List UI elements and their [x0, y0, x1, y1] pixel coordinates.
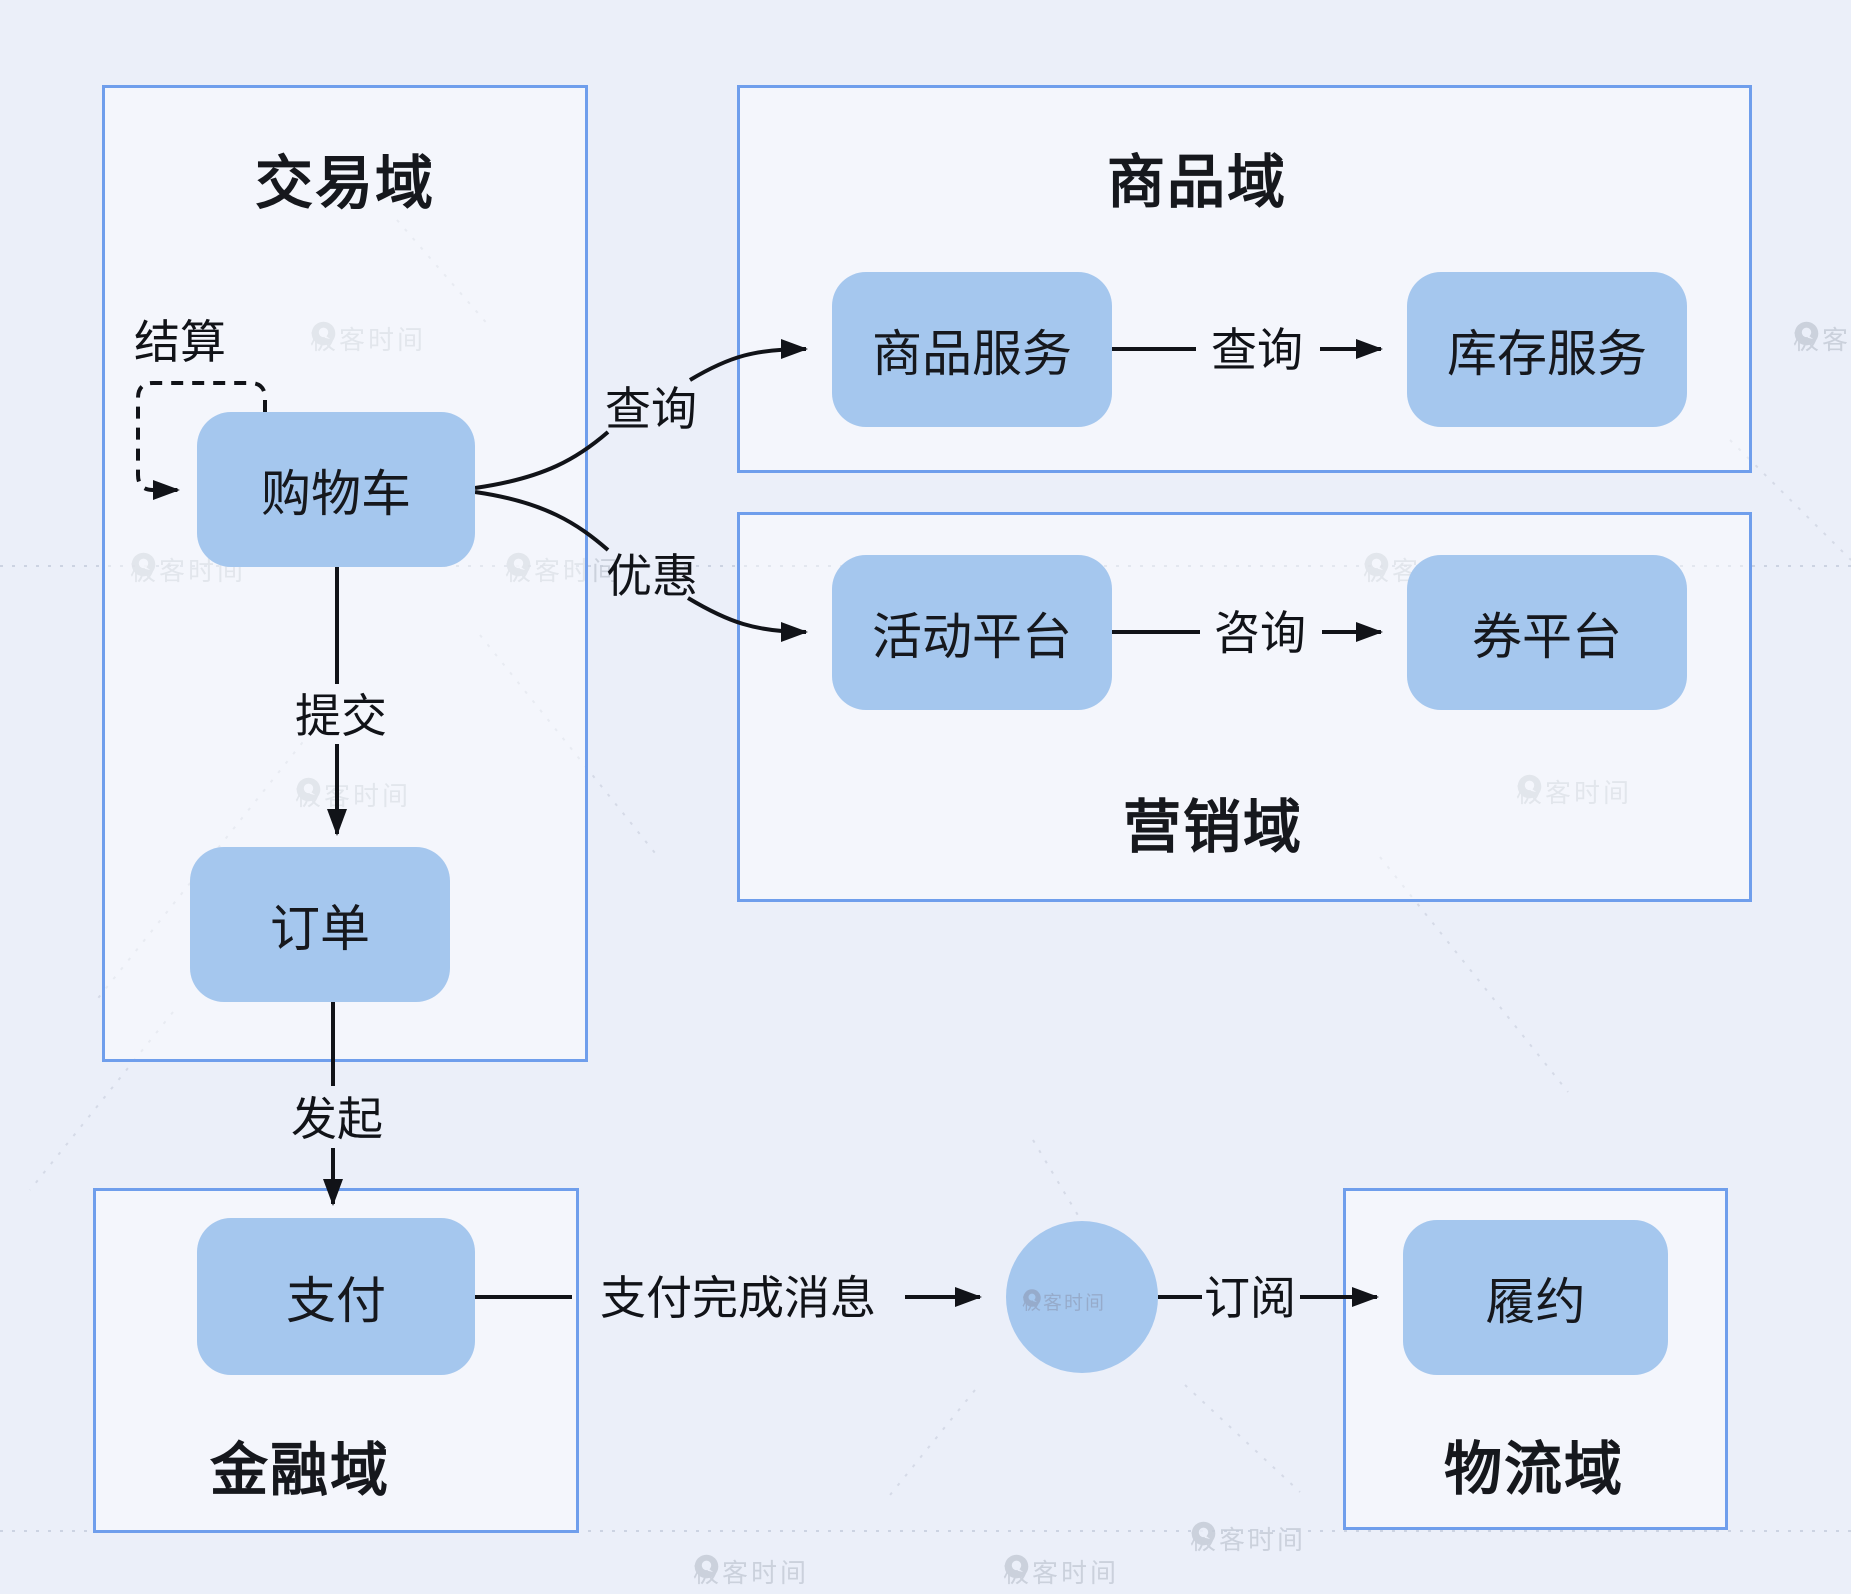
- node-product-service: 商品服务: [832, 272, 1112, 427]
- geektime-logo-icon: [694, 1554, 719, 1579]
- geektime-logo-icon: [311, 321, 336, 346]
- geektime-logo-icon: [1517, 774, 1542, 799]
- node-label: 履约: [1485, 1273, 1586, 1330]
- watermark-stamp: 极客时间: [1516, 773, 1632, 810]
- watermark-stamp: 极客时间: [295, 776, 411, 813]
- node-label: 库存服务: [1447, 325, 1647, 382]
- watermark-stamp: 极客时间: [1190, 1520, 1306, 1557]
- edge-label-subscribe: 订阅: [1204, 1272, 1296, 1324]
- node-label: 订单: [270, 900, 370, 957]
- geektime-logo-icon: [296, 777, 321, 802]
- watermark-stamp: 极客时间: [1022, 1288, 1106, 1315]
- geektime-logo-icon: [1364, 552, 1389, 577]
- geektime-logo-icon: [1191, 1521, 1216, 1546]
- node-activity-platform: 活动平台: [832, 555, 1112, 710]
- node-payment: 支付: [197, 1218, 475, 1375]
- domain-title-trade: 交易域: [254, 151, 436, 216]
- edge-label-initiate: 发起: [291, 1093, 383, 1145]
- edge-label-submit: 提交: [295, 690, 387, 742]
- geektime-logo-icon: [506, 552, 531, 577]
- watermark-stamp: 极客时间: [693, 1553, 809, 1590]
- edge-label-query-stock: 查询: [1211, 324, 1303, 376]
- node-cart: 购物车: [197, 412, 475, 567]
- geektime-logo-icon: [1794, 321, 1819, 346]
- node-label: 活动平台: [872, 608, 1072, 665]
- node-label: 支付: [286, 1272, 386, 1329]
- edge-label-consult: 咨询: [1214, 607, 1306, 659]
- node-label: 券平台: [1472, 608, 1622, 665]
- geektime-logo-icon: [131, 552, 156, 577]
- node-coupon-platform: 券平台: [1407, 555, 1687, 710]
- node-order: 订单: [190, 847, 450, 1002]
- domain-title-logistics: 物流域: [1443, 1437, 1625, 1502]
- domain-title-marketing: 营销域: [1122, 795, 1304, 860]
- edge-label-discount: 优惠: [606, 550, 698, 602]
- geektime-logo-icon: [1004, 1554, 1029, 1579]
- node-inventory-service: 库存服务: [1407, 272, 1687, 427]
- node-label: 购物车: [261, 465, 411, 522]
- domain-title-goods: 商品域: [1106, 150, 1288, 215]
- node-label: 商品服务: [872, 325, 1072, 382]
- watermark-stamp: 极客时间: [1003, 1553, 1119, 1590]
- watermark-text: 极客时间: [1022, 1293, 1107, 1314]
- domain-title-finance: 金融域: [209, 1438, 391, 1503]
- geektime-logo-icon: [1023, 1289, 1041, 1307]
- edge-label-pay-done-msg: 支付完成消息: [600, 1272, 876, 1324]
- watermark-stamp: 极客时间: [1793, 320, 1851, 357]
- edge-label-settle: 结算: [134, 316, 226, 368]
- edge-label-query-goods: 查询: [605, 383, 697, 435]
- watermark-stamp: 极客时间: [310, 320, 426, 357]
- watermark-stamp: 极客时间: [505, 551, 621, 588]
- node-fulfillment: 履约: [1403, 1220, 1668, 1375]
